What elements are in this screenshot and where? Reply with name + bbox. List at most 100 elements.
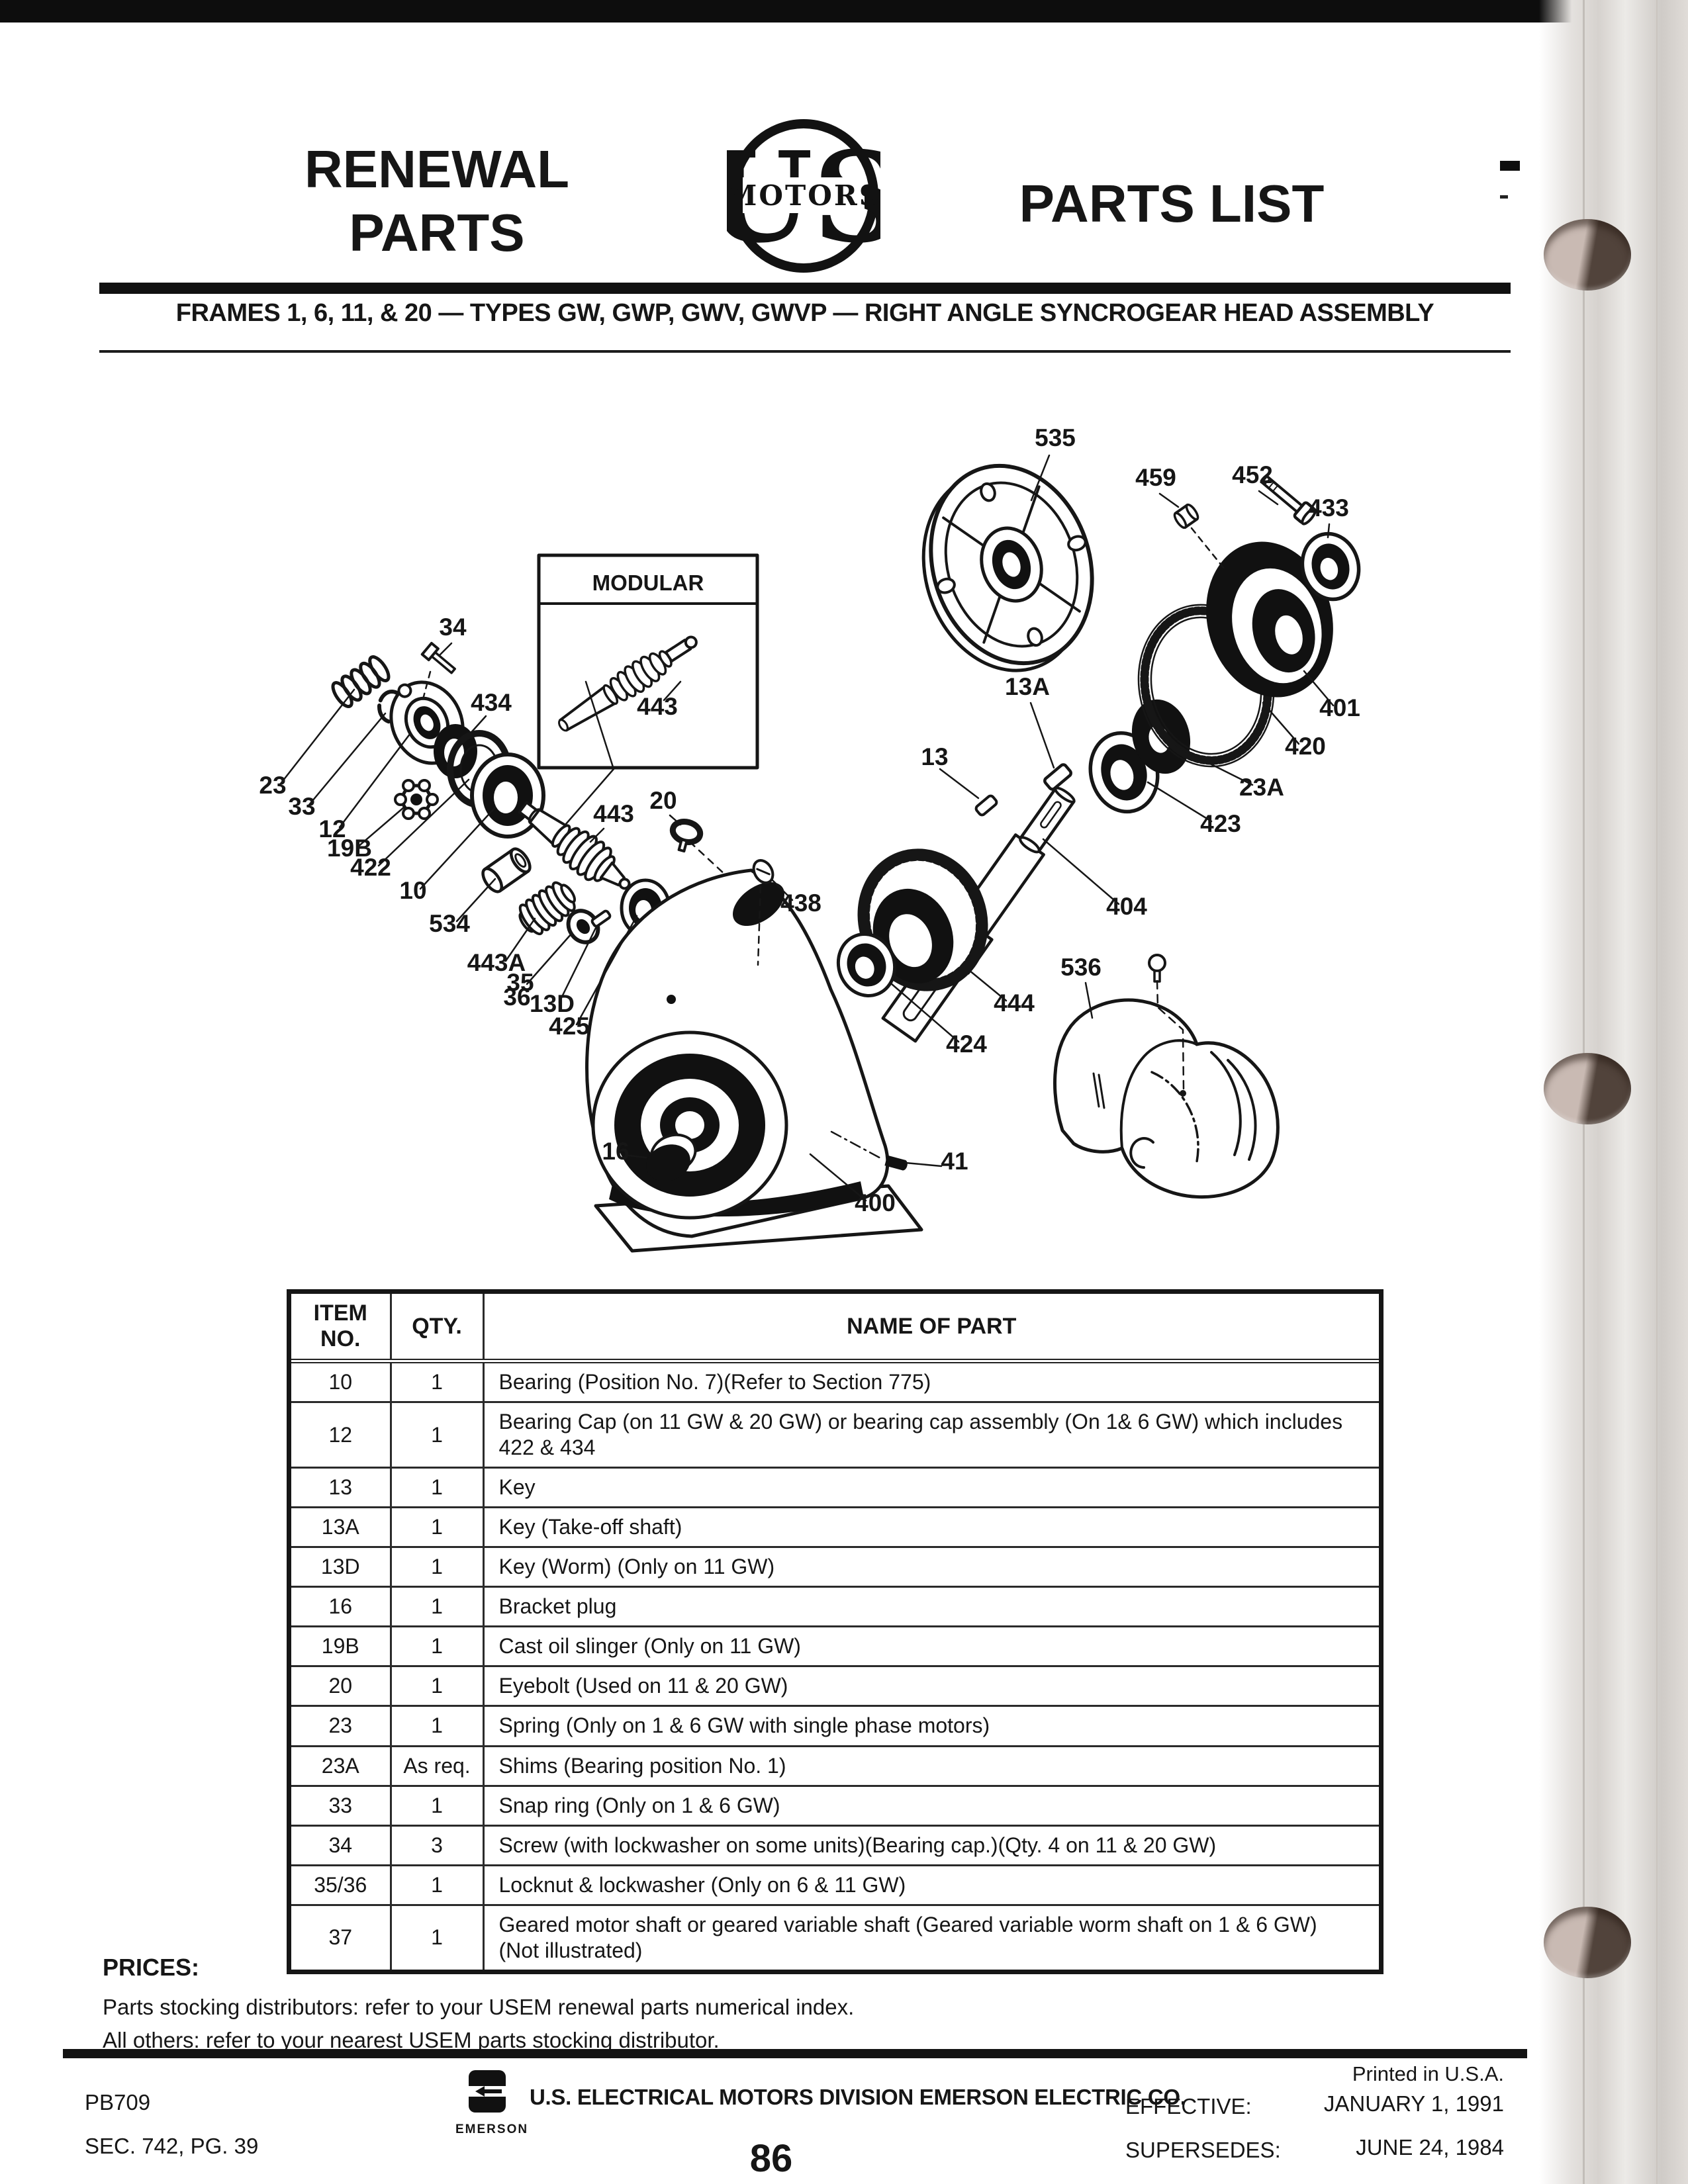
modular-worm-shaft <box>558 635 698 732</box>
part-callout-535: 535 <box>1035 424 1076 451</box>
cell-qty: 1 <box>391 1547 485 1587</box>
cell-name: Bearing Cap (on 11 GW & 20 GW) or bearin… <box>498 1410 1343 1460</box>
cell-item: 35/36 <box>291 1865 392 1905</box>
bearing-housing-401 <box>1206 541 1333 698</box>
bearing-433 <box>1300 531 1361 602</box>
cell-item: 10 <box>291 1361 392 1402</box>
doc-title-left: RENEWAL PARTS <box>288 138 586 265</box>
exploded-diagram: MODULAR <box>259 424 1361 1253</box>
part-callout-404: 404 <box>1106 893 1147 920</box>
part-callout-35: 35 <box>506 969 534 996</box>
printed-in-usa: Printed in U.S.A. <box>1352 2062 1504 2085</box>
nut-459 <box>1173 503 1199 529</box>
cell-qty: 1 <box>391 1361 485 1402</box>
part-callout-401: 401 <box>1319 694 1360 721</box>
cell-name: Locknut & lockwasher (Only on 6 & 11 GW) <box>498 1872 906 1897</box>
cell-qty: 3 <box>391 1825 485 1866</box>
binder-hole-middle <box>1544 1053 1631 1124</box>
cell-item: 23 <box>291 1706 392 1746</box>
cell-qty: As req. <box>391 1746 485 1786</box>
screw-34 <box>420 641 456 674</box>
cell-qty: 1 <box>391 1626 485 1666</box>
cover-536 <box>1053 954 1280 1199</box>
cell-item: 33 <box>291 1786 392 1826</box>
effective-date: JANUARY 1, 1991 <box>1323 2091 1504 2116</box>
cell-item: 13 <box>291 1467 392 1508</box>
binder-hole-top <box>1544 219 1631 291</box>
part-callout-459: 459 <box>1135 464 1176 491</box>
part-callout-34: 34 <box>439 614 467 641</box>
cell-item: 19B <box>291 1626 392 1666</box>
cell-qty: 1 <box>391 1586 485 1627</box>
cell-name: Cast oil slinger (Only on 11 GW) <box>498 1634 801 1659</box>
prices-line-1: Parts stocking distributors: refer to yo… <box>103 1995 855 2019</box>
bracket-plug-16 <box>646 1133 697 1182</box>
prices-section: PRICES: Parts stocking distributors: ref… <box>103 1954 1029 2056</box>
part-callout-443: 443 <box>593 800 634 827</box>
part-callout-534: 534 <box>429 910 470 937</box>
column-header-qty: QTY. <box>391 1294 485 1361</box>
cell-name: Key (Take-off shaft) <box>498 1515 682 1539</box>
scan-top-edge <box>0 0 1688 23</box>
cell-name: Spring (Only on 1 & 6 GW with single pha… <box>498 1713 990 1738</box>
cell-item: 37 <box>291 1905 392 1970</box>
part-callout-16: 16 <box>602 1138 629 1165</box>
gear-housing-400 <box>585 859 923 1253</box>
cell-qty: 1 <box>391 1905 485 1970</box>
cell-qty: 1 <box>391 1467 485 1508</box>
part-callout-443: 443 <box>637 693 678 720</box>
part-callout-536: 536 <box>1060 954 1102 981</box>
header-rule-thick <box>99 283 1511 294</box>
key-13D <box>590 909 612 928</box>
frame-type-subtitle: FRAMES 1, 6, 11, & 20 — TYPES GW, GWP, G… <box>175 299 1434 327</box>
cell-item: 23A <box>291 1746 392 1786</box>
part-callout-425: 425 <box>549 1013 590 1040</box>
header-rule-thin <box>99 350 1511 353</box>
key-13A <box>1043 763 1072 791</box>
scan-tick-mark-2 <box>1500 195 1508 199</box>
part-callout-23A: 23A <box>1239 774 1284 801</box>
supersedes-label: SUPERSEDES: <box>1125 2138 1281 2162</box>
title-renewal: RENEWAL <box>305 140 569 199</box>
part-callout-438: 438 <box>780 889 821 917</box>
part-callout-13A: 13A <box>1005 673 1050 700</box>
part-callout-20: 20 <box>649 787 677 814</box>
part-callout-424: 424 <box>946 1030 987 1058</box>
eyebolt-20 <box>669 819 704 853</box>
part-callout-420: 420 <box>1285 733 1326 760</box>
title-parts: PARTS <box>349 203 525 262</box>
key-13 <box>974 794 998 817</box>
cell-name: Geared motor shaft or geared variable sh… <box>498 1912 1317 1962</box>
bearing-424 <box>836 933 897 997</box>
binder-hole-bottom <box>1544 1907 1631 1978</box>
page-edge-line-2 <box>1656 0 1658 2184</box>
part-callout-422: 422 <box>350 854 391 881</box>
oil-slinger-19B <box>394 779 439 820</box>
part-callout-23: 23 <box>259 772 286 799</box>
part-callout-19B: 19B <box>327 835 372 862</box>
part-callout-12: 12 <box>318 815 346 842</box>
emerson-logo-mark <box>469 2070 506 2113</box>
prices-line-2: All others: refer to your nearest USEM p… <box>103 2027 720 2052</box>
part-callout-452: 452 <box>1232 461 1273 488</box>
cell-qty: 1 <box>391 1706 485 1746</box>
logo-band-text: MOTORS <box>727 179 880 212</box>
prices-heading: PRICES: <box>103 1954 200 1981</box>
column-header-item-no: ITEM NO. <box>291 1294 392 1361</box>
screw-452 <box>1260 475 1317 525</box>
cell-qty: 1 <box>391 1865 485 1905</box>
doc-title-right: PARTS LIST <box>1019 174 1325 233</box>
column-header-name-of-part: NAME OF PART <box>847 1313 1017 1339</box>
company-name: U.S. ELECTRICAL MOTORS DIVISION EMERSON … <box>530 2085 1186 2109</box>
part-callout-13D: 13D <box>530 990 575 1017</box>
